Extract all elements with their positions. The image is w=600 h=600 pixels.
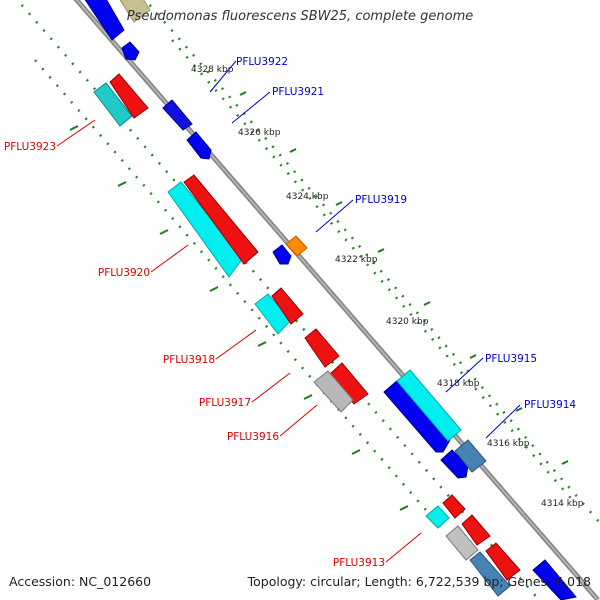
reverse-features (93, 73, 521, 581)
gene-label-PFLU3919[interactable]: PFLU3919 (355, 194, 407, 206)
scale-label: 4324 kbp (286, 192, 329, 202)
gene-label-PFLU3922[interactable]: PFLU3922 (236, 56, 288, 68)
scale-label: 4314 kbp (541, 499, 584, 509)
reverse-connectors (56, 119, 422, 563)
gene-label-PFLU3913[interactable]: PFLU3913 (333, 557, 385, 569)
reverse-gene-labels: PFLU3923 PFLU3920 PFLU3918 PFLU3917 PFLU… (4, 141, 385, 569)
forward-gene-labels: PFLU3922 PFLU3921 PFLU3919 PFLU3915 PFLU… (236, 56, 576, 411)
scale-label: 4328 kbp (191, 65, 234, 75)
gene-label-PFLU3920[interactable]: PFLU3920 (98, 267, 150, 279)
gene-feature-PFLU3914-blue[interactable] (440, 449, 469, 479)
map-title: Pseudomonas fluorescens SBW25, complete … (126, 9, 474, 24)
gene-feature-PFLU3915-blue[interactable] (383, 379, 451, 453)
gene-feature-bottom-blue[interactable] (532, 559, 577, 600)
gene-feature-PFLU3913-cyan[interactable] (425, 505, 450, 529)
scale-labels: 4328 kbp 4326 kbp 4324 kbp 4322 kbp 4320… (191, 65, 584, 509)
gene-label-PFLU3923[interactable]: PFLU3923 (4, 141, 56, 153)
gene-feature-top-blue[interactable] (82, 0, 125, 41)
scale-label: 4326 kbp (238, 128, 281, 138)
gene-label-PFLU3914[interactable]: PFLU3914 (524, 399, 576, 411)
scale-label: 4318 kbp (437, 379, 480, 389)
gene-feature-PFLU3920-red[interactable] (183, 174, 259, 265)
gene-feature-PFLU3915-cyan[interactable] (396, 369, 462, 442)
gene-label-PFLU3917[interactable]: PFLU3917 (199, 397, 251, 409)
gene-feature-PFLU3913-grey[interactable] (445, 525, 479, 561)
accession-text: Accession: NC_012660 (9, 574, 152, 589)
forward-features (82, 0, 577, 600)
gene-feature-PFLU3921-a[interactable] (162, 99, 193, 131)
gene-feature-PFLU3919-orange[interactable] (285, 235, 308, 257)
gene-feature-PFLU3919-blue[interactable] (272, 244, 292, 265)
gene-feature-PFLU3914-steel[interactable] (454, 439, 487, 473)
gene-feature-top-olive[interactable] (117, 0, 151, 23)
gene-label-PFLU3915[interactable]: PFLU3915 (485, 353, 537, 365)
gene-feature-PFLU3913-red-a[interactable] (442, 494, 466, 519)
gene-feature-PFLU3923-red[interactable] (109, 73, 149, 119)
scale-label: 4322 kbp (335, 255, 378, 265)
gene-feature-PFLU3917-red-a[interactable] (304, 328, 340, 368)
genome-backbone (73, 0, 600, 600)
major-ticks (69, 91, 569, 511)
gene-feature-bottom-steel[interactable] (469, 551, 511, 597)
scale-label: 4316 kbp (487, 439, 530, 449)
outer-scale-track (143, 0, 600, 525)
gene-label-PFLU3918[interactable]: PFLU3918 (163, 354, 215, 366)
gene-feature-PFLU3916-grey[interactable] (313, 370, 354, 413)
genome-summary-text: Topology: circular; Length: 6,722,539 bp… (247, 574, 591, 589)
gene-feature-PFLU3913-red-c[interactable] (485, 542, 521, 581)
gene-feature-PFLU3918-red[interactable] (271, 287, 304, 325)
forward-connectors (209, 60, 521, 439)
gene-feature-PFLU3921-b[interactable] (186, 131, 212, 160)
gene-label-PFLU3916[interactable]: PFLU3916 (227, 431, 279, 443)
gene-label-PFLU3921[interactable]: PFLU3921 (272, 86, 324, 98)
gene-feature-PFLU3922[interactable] (121, 41, 140, 61)
gene-feature-PFLU3923-cyan[interactable] (93, 82, 133, 127)
scale-label: 4320 kbp (386, 317, 429, 327)
gene-feature-PFLU3913-red-b[interactable] (461, 514, 491, 546)
